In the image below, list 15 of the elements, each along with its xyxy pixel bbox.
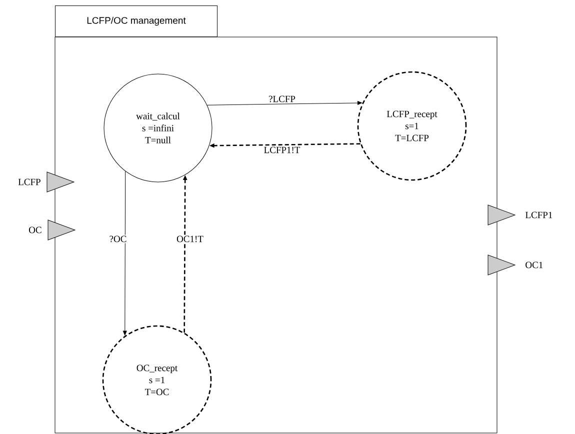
edge-label: LCFP1!T xyxy=(262,146,302,154)
node-label: LCFP/OC management xyxy=(87,16,186,26)
edge-label: ?OC xyxy=(108,234,128,244)
port-label: LCFP1 xyxy=(525,212,552,218)
port-triangle xyxy=(48,220,76,240)
port-triangle xyxy=(488,204,516,226)
edge-label: ?LCFP xyxy=(268,94,296,104)
port-label: OC xyxy=(29,226,42,234)
port-label: OC1 xyxy=(526,262,543,268)
port-label: LCFP xyxy=(18,178,40,186)
arrow xyxy=(122,171,127,336)
arrow xyxy=(206,101,362,106)
port-triangle xyxy=(488,254,516,276)
edge-label: OC1!T xyxy=(176,234,204,244)
port-triangle xyxy=(46,172,74,192)
